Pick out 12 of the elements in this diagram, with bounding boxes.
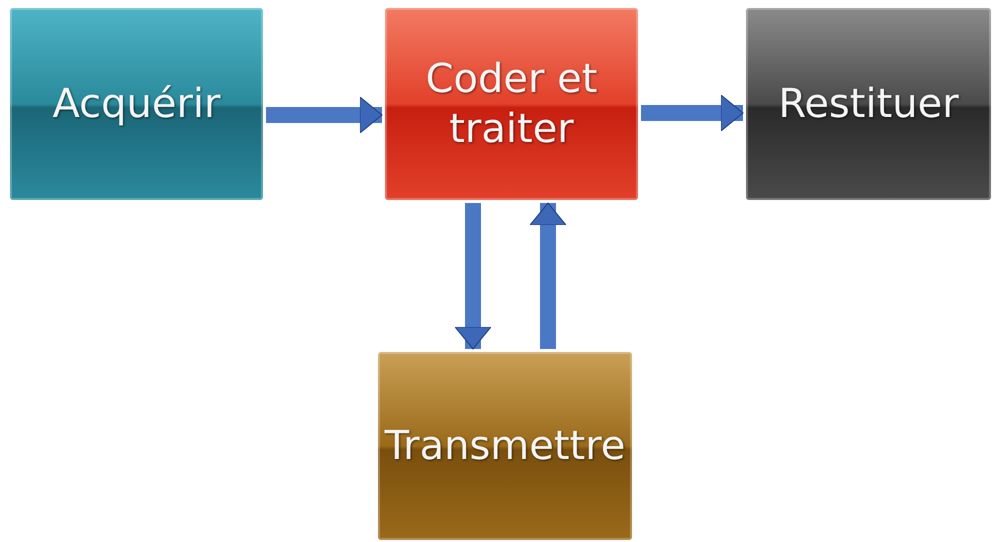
box-label: Restituer [778,80,959,129]
process-box [10,8,263,200]
process-box [746,8,991,200]
box-label: Transmettre [384,422,626,471]
block-arrow [641,94,744,132]
block-arrow [454,203,492,350]
block-arrow [530,202,566,349]
block-arrow [266,96,382,134]
process-box [378,352,632,540]
box-label: Coder et traiter [424,55,598,154]
process-box [385,8,638,200]
box-label: Acquérir [52,80,220,129]
